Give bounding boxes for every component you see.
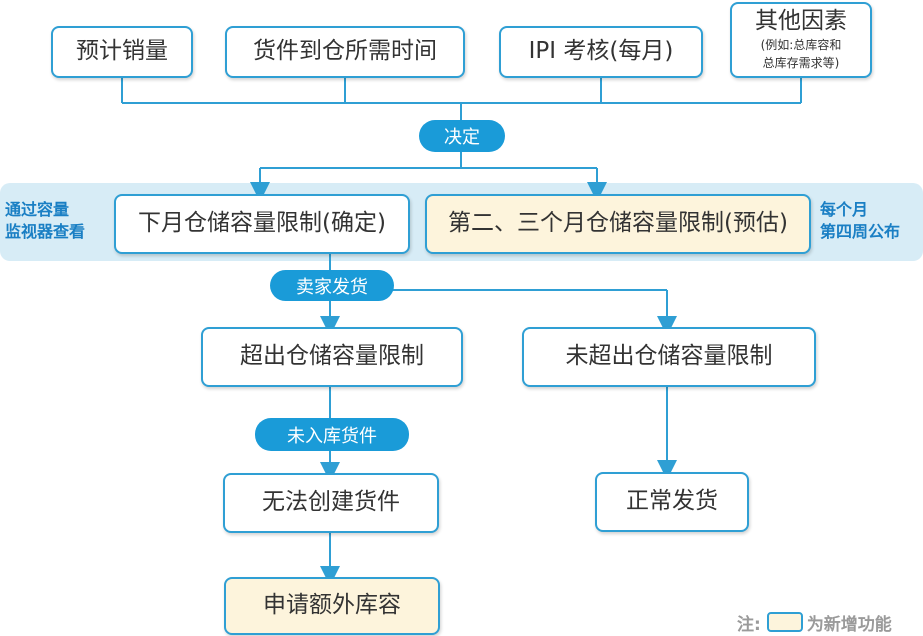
seller-ship-label: 卖家发货 [270,270,394,301]
factor-other: 其他因素 (例如:总库容和 总库存需求等) [730,2,872,78]
legend-note-label: 注: [737,614,761,635]
band-left-note: 通过容量 监视器查看 [5,200,86,241]
factor-lead-time: 货件到仓所需时间 [225,26,465,78]
band-right-note: 每个月 第四周公布 [820,200,901,241]
factor-label: 预计销量 [76,38,168,65]
next-month-limit-box: 下月仓储容量限制(确定) [114,194,410,254]
factor-label: 货件到仓所需时间 [253,38,437,65]
factor-note: (例如:总库容和 [760,37,842,52]
cannot-create-shipment-box: 无法创建货件 [223,473,439,533]
factor-ipi: IPI 考核(每月) [499,26,703,78]
exceed-limit-box: 超出仓储容量限制 [201,327,463,387]
apply-extra-capacity-box: 申请额外库容 [224,577,440,635]
decide-label: 决定 [419,120,505,152]
within-limit-box: 未超出仓储容量限制 [522,327,816,387]
factor-label: 其他因素 [755,8,847,35]
factor-note: 总库存需求等) [762,55,840,70]
factor-label: IPI 考核(每月) [528,38,674,65]
legend-new-feature-label: 为新增功能 [806,614,892,635]
normal-shipping-box: 正常发货 [595,472,749,532]
legend-swatch [766,612,803,632]
legend: 注: 为新增功能 [737,610,892,635]
factor-expected-sales: 预计销量 [51,26,193,78]
months-2-3-limit-box: 第二、三个月仓储容量限制(预估) [425,194,811,254]
not-received-label: 未入库货件 [255,418,409,451]
